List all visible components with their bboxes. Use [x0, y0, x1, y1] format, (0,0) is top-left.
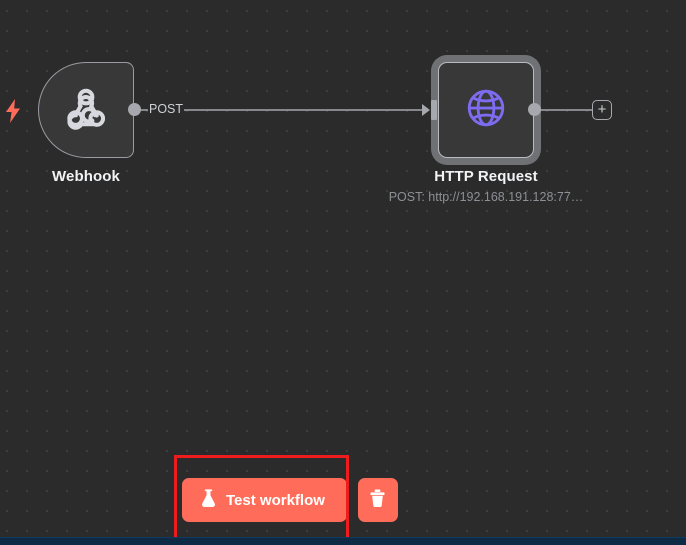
node-webhook[interactable]: Webhook — [6, 62, 141, 185]
node-http-request-body[interactable] — [438, 62, 534, 158]
connection-label-post: POST — [148, 102, 185, 116]
add-node-button[interactable]: + — [592, 100, 612, 120]
webhook-output-port[interactable] — [128, 103, 141, 116]
node-http-request[interactable]: HTTP Request POST: http://192.168.191.12… — [389, 55, 583, 204]
webhook-icon — [63, 85, 109, 136]
window-bottom-strip — [0, 537, 686, 545]
delete-workflow-button[interactable] — [357, 478, 398, 522]
node-webhook-body[interactable] — [38, 62, 134, 158]
test-workflow-label: Test workflow — [226, 491, 325, 509]
http-request-input-port[interactable] — [431, 100, 437, 120]
lightning-bolt-icon — [5, 99, 21, 127]
test-workflow-button[interactable]: Test workflow — [182, 478, 347, 522]
node-http-request-subtitle: POST: http://192.168.191.128:77… — [388, 190, 584, 204]
trash-icon — [368, 488, 387, 512]
globe-icon — [463, 85, 509, 136]
canvas-bottom-toolbar: Test workflow — [182, 478, 398, 522]
http-request-output-port[interactable] — [528, 103, 541, 116]
node-webhook-label: Webhook — [52, 168, 120, 185]
flask-icon — [200, 488, 217, 512]
node-http-request-label: HTTP Request — [434, 168, 538, 185]
http-request-input-arrow — [422, 104, 430, 116]
